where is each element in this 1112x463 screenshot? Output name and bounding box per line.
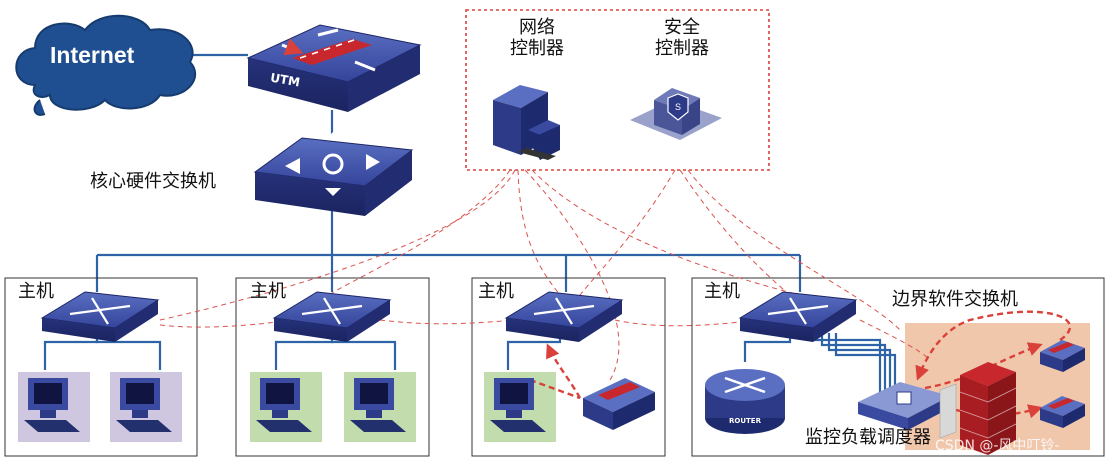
router-icon [705,369,785,434]
network-controller-label-line1: 网络 [519,17,555,38]
host-label-4: 主机 [704,281,740,302]
monitor-scheduler-label: 监控负载调度器 [805,427,931,448]
core-switch-label: 核心硬件交换机 [90,171,216,192]
utm-firewall-icon [246,24,422,112]
pc-icon [350,378,406,432]
switch-icon [40,291,160,342]
security-controller-icon: S [630,88,722,140]
security-controller-label-line2: 控制器 [655,37,709,59]
host-box-3 [471,277,666,457]
internet-label: Internet [50,42,135,68]
switch-icon [738,291,858,342]
security-controller-label-line1: 安全 [664,17,700,38]
edge-appliance-icon [1040,396,1085,428]
router-label: ROUTER [729,417,761,425]
brick-wall-firewall-icon [939,362,1017,455]
network-controller-icon [493,85,560,160]
core-switch-icon [253,132,414,216]
load-scheduler-icon [858,382,950,430]
controller-group-box [465,9,770,171]
firewall-appliance-icon [583,378,655,430]
edge-switch-label: 边界软件交换机 [892,289,1018,310]
host-label-3: 主机 [478,281,514,302]
switch-icon [272,291,392,342]
network-controller-label-line2: 控制器 [510,37,564,59]
network-controller-label: 网络 控制器 [497,17,577,59]
pc-icon [490,378,546,432]
host-box-4 [691,277,1105,457]
host-box-2 [235,277,430,457]
pc-icon [24,378,80,432]
switch-icon [504,291,624,342]
security-controller-label: 安全 控制器 [642,17,722,59]
edge-appliance-icon [1040,340,1085,372]
host-label-2: 主机 [250,281,286,302]
svg-text:S: S [675,102,681,112]
pc-icon [116,378,172,432]
watermark: CSDN @-风中叮铃- [935,438,1060,454]
pc-icon [256,378,312,432]
solid-links [43,53,897,392]
host-label-1: 主机 [18,281,54,302]
internet-cloud-icon [15,14,197,116]
host-box-1 [4,277,198,457]
